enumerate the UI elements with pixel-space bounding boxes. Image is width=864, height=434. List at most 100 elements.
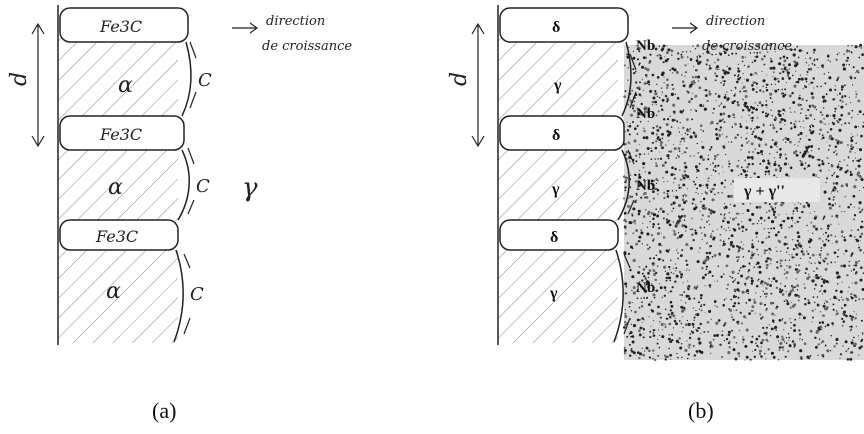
speckle-dot: [793, 210, 795, 212]
speckle-dot: [695, 232, 698, 235]
speckle-dot: [712, 162, 714, 164]
speckle-dot: [714, 305, 715, 306]
speckle-dot: [745, 291, 746, 292]
speckle-dot: [701, 306, 702, 307]
speckle-dot: [771, 352, 774, 355]
speckle-dot: [750, 73, 753, 76]
speckle-dot: [676, 190, 677, 191]
speckle-dot: [779, 224, 782, 227]
speckle-dot: [784, 273, 786, 275]
speckle-dot: [688, 245, 689, 246]
speckle-dot: [788, 333, 790, 335]
speckle-dot: [654, 90, 656, 92]
speckle-dot: [665, 171, 668, 174]
speckle-dot: [649, 269, 652, 272]
speckle-dot: [828, 163, 830, 165]
speckle-dot: [803, 153, 804, 154]
niobium-label-b-4: Nb: [636, 280, 655, 296]
speckle-dot: [834, 117, 836, 119]
speckle-dot: [640, 197, 642, 199]
speckle-dot: [849, 76, 850, 77]
speckle-dot: [843, 253, 844, 254]
speckle-dot: [849, 358, 852, 361]
speckle-dot: [776, 151, 777, 152]
speckle-dot: [833, 196, 835, 198]
speckle-dot: [677, 258, 679, 260]
speckle-dot: [633, 259, 636, 262]
speckle-dot: [715, 128, 718, 131]
speckle-dot: [806, 277, 809, 280]
speckle-dot: [855, 72, 856, 73]
speckle-dot: [624, 349, 627, 352]
speckle-dot: [655, 272, 657, 274]
speckle-dot: [721, 227, 722, 228]
speckle-dot: [792, 289, 794, 291]
speckle-dot: [710, 147, 712, 149]
speckle-dot: [742, 61, 744, 63]
speckle-dot: [628, 253, 630, 255]
speckle-dot: [773, 210, 776, 213]
speckle-dot: [828, 123, 829, 124]
speckle-dot: [658, 227, 660, 229]
speckle-dot: [751, 279, 754, 282]
speckle-dot: [772, 207, 773, 208]
speckle-dot: [797, 221, 799, 223]
speckle-dot: [689, 333, 691, 335]
speckle-dot: [838, 299, 840, 301]
speckle-dot: [840, 353, 842, 355]
speckle-dot: [767, 348, 769, 350]
speckle-dot: [835, 59, 837, 61]
speckle-dot: [737, 67, 739, 69]
speckle-dot: [679, 122, 681, 124]
speckle-dot: [836, 310, 838, 312]
speckle-dot: [777, 80, 779, 82]
speckle-dot: [842, 97, 843, 98]
speckle-dot: [765, 287, 767, 289]
speckle-dot: [651, 150, 653, 152]
speckle-dot: [722, 146, 723, 147]
speckle-dot: [660, 144, 662, 146]
speckle-dot: [639, 307, 641, 309]
speckle-dot: [811, 155, 813, 157]
speckle-dot: [695, 165, 698, 168]
speckle-dot: [822, 355, 824, 357]
speckle-dot: [781, 220, 783, 222]
speckle-dot: [824, 82, 826, 84]
speckle-dot: [762, 339, 765, 342]
speckle-dot: [713, 184, 716, 187]
speckle-dot: [666, 100, 668, 102]
speckle-dot: [676, 340, 679, 343]
speckle-dot: [697, 143, 698, 144]
speckle-dot: [735, 358, 738, 361]
speckle-dot: [689, 269, 690, 270]
speckle-dot: [681, 56, 684, 59]
speckle-dot: [670, 290, 672, 292]
speckle-dot: [638, 210, 641, 213]
speckle-dot: [750, 203, 752, 205]
speckle-dot: [690, 247, 693, 250]
speckle-dot: [648, 349, 651, 352]
speckle-dot: [657, 96, 658, 97]
speckle-dot: [648, 84, 650, 86]
speckle-dot: [715, 322, 718, 325]
speckle-dot: [668, 157, 670, 159]
speckle-dot: [819, 128, 822, 131]
speckle-dot: [627, 126, 629, 128]
speckle-dot: [722, 69, 724, 71]
speckle-dot: [808, 301, 811, 304]
speckle-dot: [801, 211, 803, 213]
speckle-dot: [630, 175, 631, 176]
speckle-dot: [767, 162, 770, 165]
speckle-dot: [851, 117, 853, 119]
speckle-dot: [751, 254, 754, 257]
speckle-dot: [836, 312, 839, 315]
speckle-dot: [654, 101, 657, 104]
speckle-dot: [720, 239, 722, 241]
speckle-dot: [827, 228, 829, 230]
speckle-dot: [854, 214, 856, 216]
speckle-dot: [774, 143, 777, 146]
speckle-dot: [786, 82, 787, 83]
speckle-dot: [761, 153, 763, 155]
speckle-dot: [661, 109, 663, 111]
speckle-dot: [659, 347, 661, 349]
